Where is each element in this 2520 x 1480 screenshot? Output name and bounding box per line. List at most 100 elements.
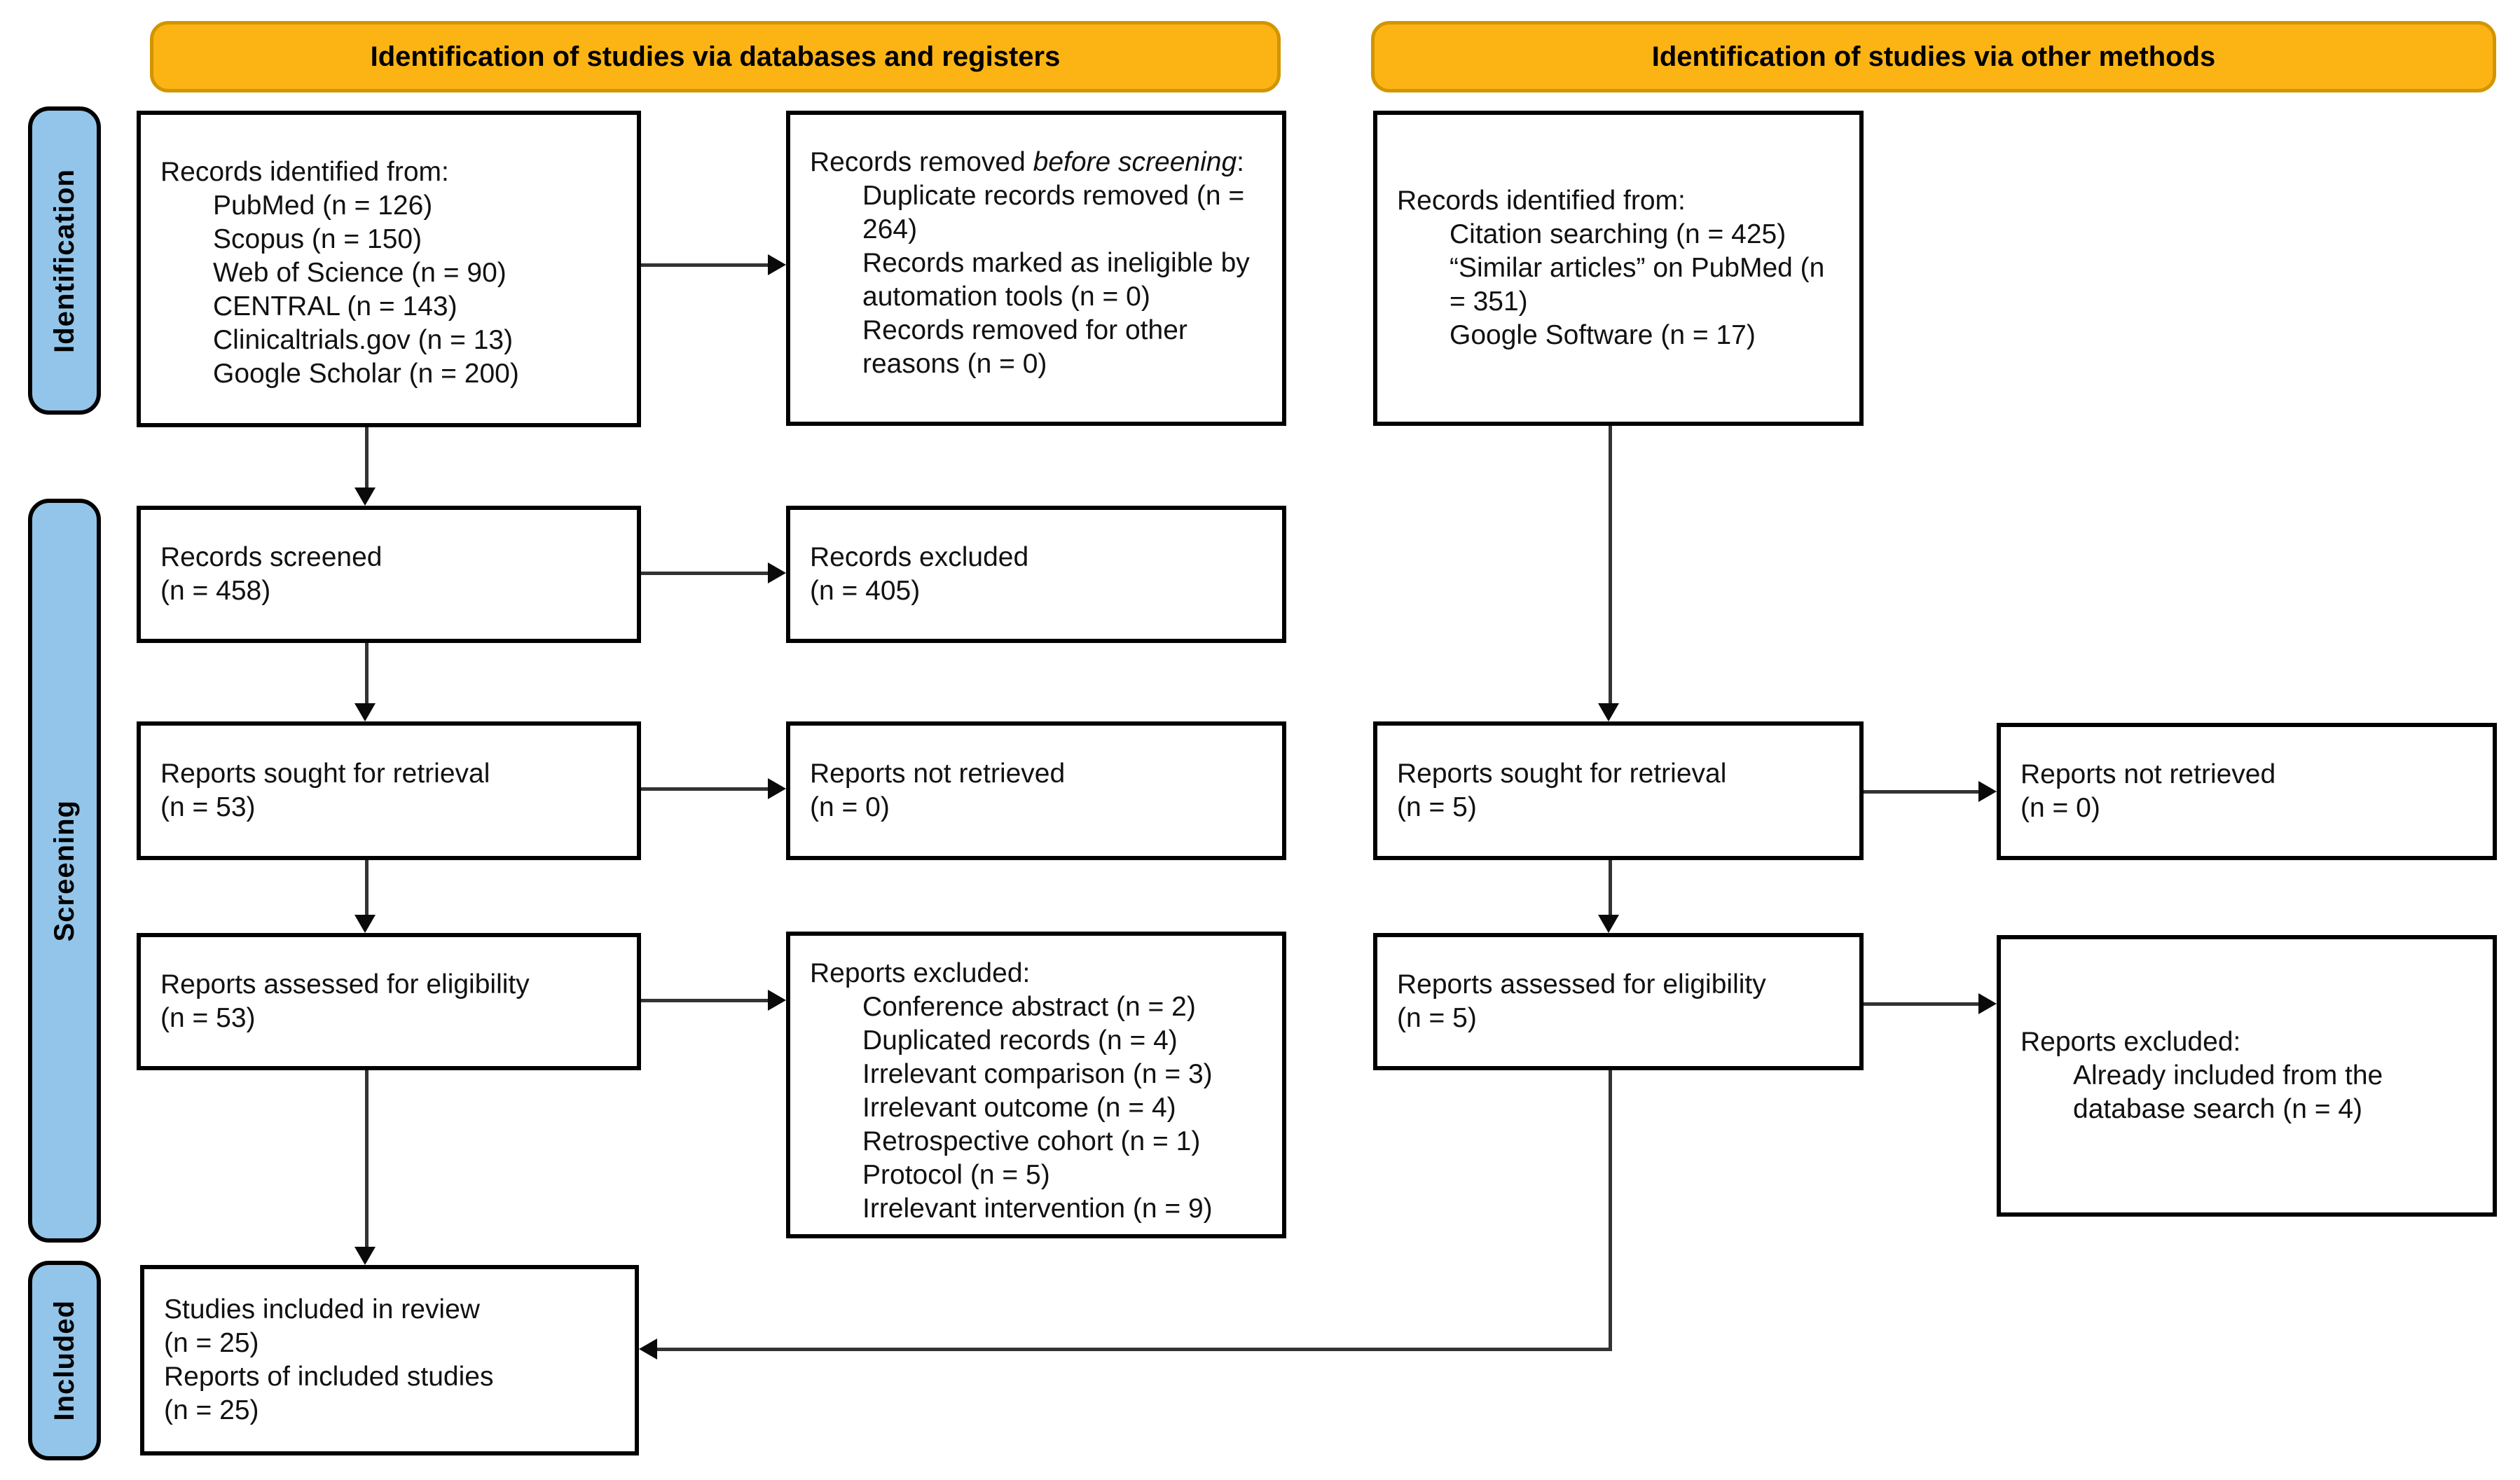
text-line: Reports of included studies bbox=[164, 1362, 494, 1392]
arrow-sought-to-assessed-head bbox=[354, 915, 376, 933]
list-item: Google Software (n = 17) bbox=[1450, 320, 1756, 350]
arrow-otherassessed-to-excluded-line bbox=[1864, 1002, 1980, 1006]
list-item: Clinicaltrials.gov (n = 13) bbox=[213, 325, 514, 355]
box-text: Reports sought for retrieval(n = 53) bbox=[160, 757, 624, 824]
box-reports-assessed-other: Reports assessed for eligibility(n = 5) bbox=[1373, 933, 1864, 1070]
arrow-otherassessed-down-line bbox=[1609, 1070, 1612, 1350]
list-item: Retrospective cohort (n = 1) bbox=[862, 1126, 1201, 1156]
box-records-removed-before-screening: Records removed before screening: Duplic… bbox=[786, 111, 1286, 426]
arrow-otherassessed-to-included-line bbox=[656, 1348, 1612, 1351]
text-line: (n = 53) bbox=[160, 792, 256, 822]
box-records-identified-databases: Records identified from: PubMed (n = 126… bbox=[137, 111, 641, 427]
arrow-othersought-to-assessed-line bbox=[1609, 860, 1612, 916]
list-item: Irrelevant outcome (n = 4) bbox=[862, 1093, 1176, 1123]
arrow-assessed-to-included-line bbox=[365, 1070, 369, 1248]
side-label-screening: Screening bbox=[28, 499, 101, 1243]
box-records-identified-other: Records identified from: Citation search… bbox=[1373, 111, 1864, 426]
box-reports-excluded-databases: Reports excluded: Conference abstract (n… bbox=[786, 932, 1286, 1238]
box-records-screened: Records screened (n = 458) bbox=[137, 506, 641, 643]
arrow-screened-to-sought-head bbox=[354, 703, 376, 721]
box-text: Studies included in review(n = 25)Report… bbox=[164, 1293, 622, 1427]
box-reports-not-retrieved-other: Reports not retrieved (n = 0) bbox=[1997, 723, 2497, 860]
list-item: Irrelevant intervention (n = 9) bbox=[862, 1194, 1213, 1224]
side-label-screening-text: Screening bbox=[48, 799, 80, 942]
text-line: Reports assessed for eligibility bbox=[160, 969, 530, 1000]
other-source-list: Citation searching (n = 425) “Similar art… bbox=[1397, 218, 1847, 352]
text-line: (n = 0) bbox=[2020, 793, 2100, 823]
title-suffix: : bbox=[1237, 147, 1245, 177]
text-line: Reports sought for retrieval bbox=[160, 759, 490, 789]
arrow-othersought-to-notretrieved-line bbox=[1864, 790, 1980, 794]
arrow-identified-to-removed-head bbox=[768, 254, 786, 275]
banner-other-methods: Identification of studies via other meth… bbox=[1371, 21, 2496, 92]
arrow-othersought-to-assessed-head bbox=[1598, 915, 1619, 933]
list-item: Records removed for other reasons (n = 0… bbox=[862, 315, 1187, 379]
arrow-sought-to-notretrieved-head bbox=[768, 778, 786, 799]
list-item: Duplicate records removed (n = 264) bbox=[862, 181, 1245, 244]
box-reports-excluded-other: Reports excluded: Already included from … bbox=[1997, 935, 2497, 1217]
text-line: Reports assessed for eligibility bbox=[1397, 969, 1766, 1000]
box-title: Records identified from: bbox=[160, 157, 449, 187]
arrow-assessed-to-excluded-head bbox=[768, 990, 786, 1011]
text-line: Studies included in review bbox=[164, 1294, 480, 1325]
box-title: Records removed before screening: bbox=[810, 146, 1269, 179]
arrow-screened-to-excluded-line bbox=[641, 572, 771, 575]
text-line: Reports not retrieved bbox=[2020, 759, 2276, 789]
box-text: Reports not retrieved(n = 0) bbox=[810, 757, 1269, 824]
box-reports-sought-databases: Reports sought for retrieval(n = 53) bbox=[137, 721, 641, 860]
box-text: Reports assessed for eligibility(n = 53) bbox=[160, 968, 624, 1035]
title-prefix: Records removed bbox=[810, 147, 1033, 177]
box-reports-assessed-databases: Reports assessed for eligibility(n = 53) bbox=[137, 933, 641, 1070]
list-item: Already included from the database searc… bbox=[2073, 1060, 2383, 1124]
arrow-assessed-to-excluded-line bbox=[641, 999, 771, 1002]
arrow-screened-to-sought-line bbox=[365, 643, 369, 705]
text-line: Reports not retrieved bbox=[810, 759, 1066, 789]
arrow-identified-to-removed-line bbox=[641, 263, 771, 267]
box-text: Reports sought for retrieval(n = 5) bbox=[1397, 757, 1847, 824]
text-line: (n = 0) bbox=[810, 792, 890, 822]
arrow-otherassessed-to-excluded-head bbox=[1978, 993, 1997, 1014]
title-italic: before screening bbox=[1033, 147, 1237, 177]
exclusion-reason-list: Conference abstract (n = 2)Duplicated re… bbox=[810, 990, 1269, 1226]
box-text: Records screened (n = 458) bbox=[160, 541, 624, 608]
list-item: Duplicated records (n = 4) bbox=[862, 1025, 1178, 1056]
text-line: Records excluded bbox=[810, 542, 1029, 572]
text-line: (n = 25) bbox=[164, 1395, 259, 1425]
list-item: Citation searching (n = 425) bbox=[1450, 219, 1786, 249]
exclusion-reason-list: Already included from the database searc… bbox=[2020, 1059, 2480, 1126]
list-item: Protocol (n = 5) bbox=[862, 1160, 1050, 1190]
box-title: Reports excluded: bbox=[810, 958, 1031, 988]
list-item: “Similar articles” on PubMed (n = 351) bbox=[1450, 253, 1825, 317]
list-item: CENTRAL (n = 143) bbox=[213, 291, 457, 321]
list-item: Records marked as ineligible by automati… bbox=[862, 248, 1250, 312]
text-line: (n = 53) bbox=[160, 1003, 256, 1033]
list-item: PubMed (n = 126) bbox=[213, 191, 433, 221]
text-line: (n = 405) bbox=[810, 576, 921, 606]
box-reports-not-retrieved-databases: Reports not retrieved(n = 0) bbox=[786, 721, 1286, 860]
text-line: (n = 25) bbox=[164, 1328, 259, 1358]
box-text: Reports assessed for eligibility(n = 5) bbox=[1397, 968, 1847, 1035]
box-text: Reports not retrieved (n = 0) bbox=[2020, 758, 2480, 825]
removed-reason-list: Duplicate records removed (n = 264)Recor… bbox=[810, 179, 1269, 381]
arrow-otherassessed-to-included-head bbox=[639, 1339, 657, 1360]
text-line: (n = 458) bbox=[160, 576, 271, 606]
text-line: (n = 5) bbox=[1397, 792, 1477, 822]
box-studies-included: Studies included in review(n = 25)Report… bbox=[140, 1265, 639, 1455]
arrow-otheridentified-to-sought-line bbox=[1609, 426, 1612, 705]
arrow-otheridentified-to-sought-head bbox=[1598, 703, 1619, 721]
arrow-othersought-to-notretrieved-head bbox=[1978, 781, 1997, 802]
banner-other-methods-label: Identification of studies via other meth… bbox=[1651, 41, 2216, 72]
list-item: Irrelevant comparison (n = 3) bbox=[862, 1059, 1213, 1089]
side-label-identification: Identification bbox=[28, 106, 101, 415]
side-label-included: Included bbox=[28, 1261, 101, 1460]
arrow-screened-to-excluded-head bbox=[768, 562, 786, 583]
side-label-identification-text: Identification bbox=[48, 168, 80, 353]
banner-databases-registers-label: Identification of studies via databases … bbox=[370, 41, 1061, 72]
box-title: Reports excluded: bbox=[2020, 1027, 2241, 1057]
banner-databases-registers: Identification of studies via databases … bbox=[150, 21, 1281, 92]
arrow-identified-to-screened-line bbox=[365, 427, 369, 489]
text-line: Records screened bbox=[160, 542, 383, 572]
text-line: (n = 5) bbox=[1397, 1003, 1477, 1033]
side-label-included-text: Included bbox=[48, 1300, 80, 1421]
box-records-excluded: Records excluded (n = 405) bbox=[786, 506, 1286, 643]
